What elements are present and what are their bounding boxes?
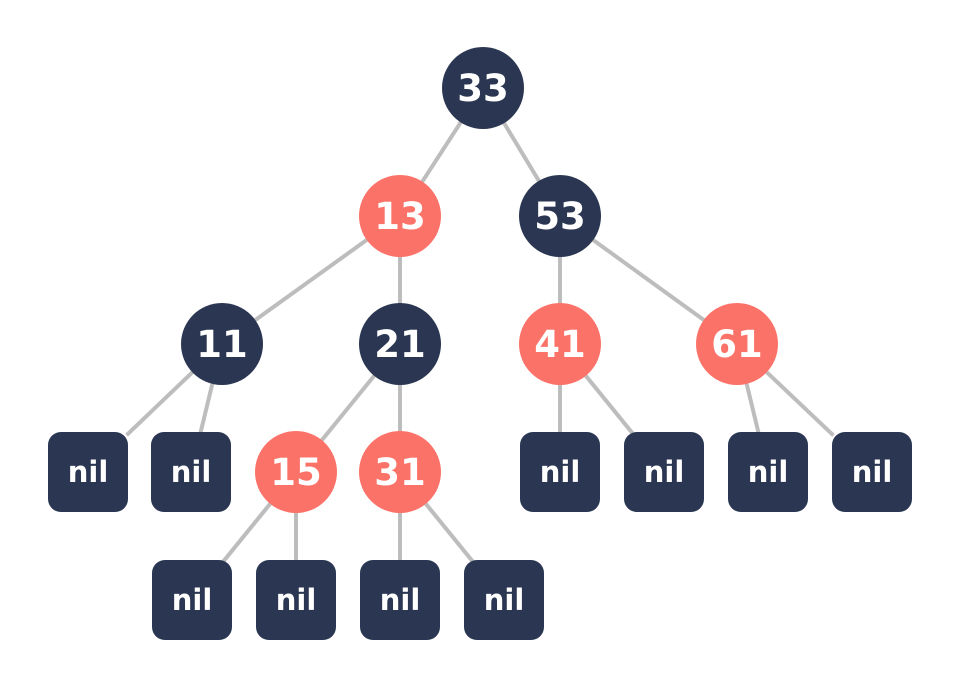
tree-edge <box>744 381 761 435</box>
tree-node-33[interactable]: 33 <box>442 47 524 129</box>
tree-node-31[interactable]: 31 <box>359 431 441 513</box>
tree-edge <box>198 381 215 435</box>
tree-node-53[interactable]: 53 <box>519 175 601 257</box>
tree-node-nil[interactable]: nil <box>152 560 232 640</box>
tree-edge <box>423 501 475 563</box>
tree-node-21[interactable]: 21 <box>359 303 441 385</box>
tree-edge <box>221 501 273 563</box>
tree-node-13[interactable]: 13 <box>359 175 441 257</box>
tree-edge <box>252 237 370 323</box>
tree-node-nil[interactable]: nil <box>48 432 128 512</box>
tree-node-11[interactable]: 11 <box>181 303 263 385</box>
tree-edge <box>763 369 835 437</box>
tree-node-nil[interactable]: nil <box>728 432 808 512</box>
tree-node-41[interactable]: 41 <box>519 303 601 385</box>
tree-node-nil[interactable]: nil <box>151 432 231 512</box>
tree-edge <box>501 120 542 184</box>
tree-edge <box>319 373 377 443</box>
tree-node-nil[interactable]: nil <box>256 560 336 640</box>
tree-node-nil[interactable]: nil <box>464 560 544 640</box>
tree-node-15[interactable]: 15 <box>255 431 337 513</box>
tree-node-61[interactable]: 61 <box>696 303 778 385</box>
tree-edge <box>590 237 707 323</box>
tree-node-nil[interactable]: nil <box>360 560 440 640</box>
tree-node-nil[interactable]: nil <box>832 432 912 512</box>
tree-edge <box>583 373 635 435</box>
tree-node-nil[interactable]: nil <box>520 432 600 512</box>
tree-edge <box>125 369 196 437</box>
tree-edge <box>419 119 464 185</box>
tree-node-nil[interactable]: nil <box>624 432 704 512</box>
